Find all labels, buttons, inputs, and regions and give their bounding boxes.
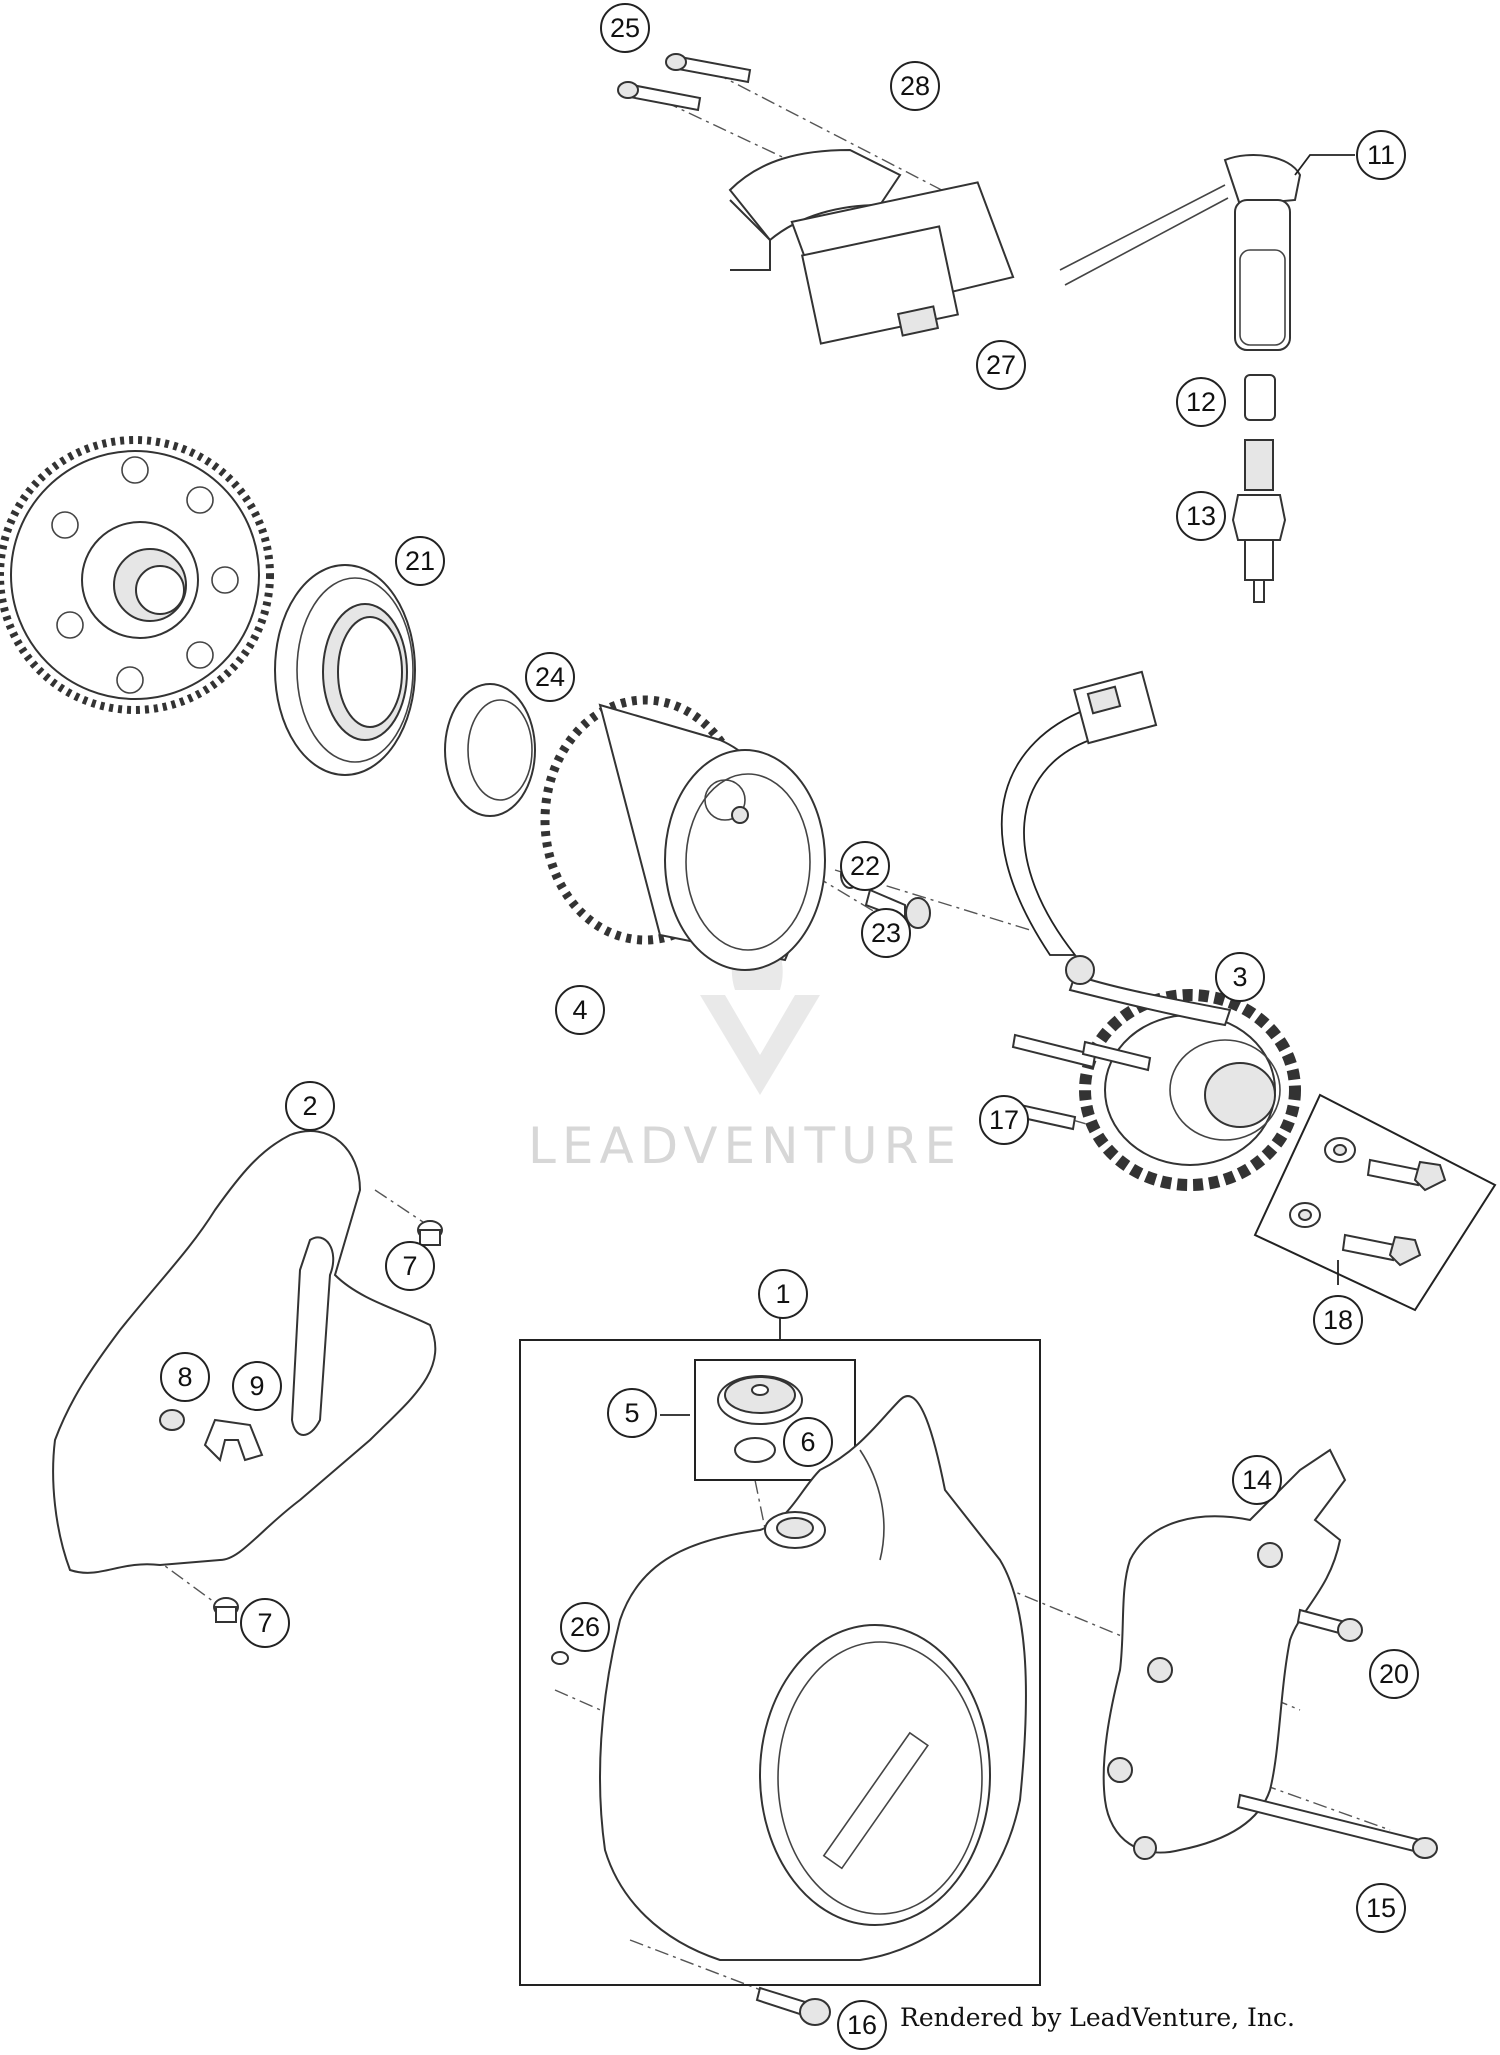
callout-4-label: 4 xyxy=(572,995,587,1025)
rotor xyxy=(540,695,826,971)
freewheel xyxy=(274,564,416,776)
leader-lines xyxy=(660,154,1355,1416)
callout-5: 5 xyxy=(607,1388,657,1438)
breather-nipple xyxy=(551,1651,569,1665)
dowel-pins xyxy=(213,1220,443,1623)
generator-cover xyxy=(599,1395,1027,1961)
callout-25: 25 xyxy=(600,3,650,53)
stator xyxy=(1000,670,1301,1191)
callout-22: 22 xyxy=(840,841,890,891)
ignition-coil xyxy=(728,148,1302,351)
callout-9-label: 9 xyxy=(249,1371,264,1401)
callout-28-label: 28 xyxy=(900,71,930,101)
callout-16: 16 xyxy=(837,2000,887,2050)
callout-23-label: 23 xyxy=(871,918,901,948)
callout-26: 26 xyxy=(560,1602,610,1652)
callout-7b-label: 7 xyxy=(257,1608,272,1638)
cover-screw xyxy=(755,1986,831,2026)
callout-21: 21 xyxy=(395,536,445,586)
sprocket-cover-screw-long xyxy=(1236,1793,1438,1859)
callout-27: 27 xyxy=(976,340,1026,390)
callout-12: 12 xyxy=(1176,377,1226,427)
callout-26-label: 26 xyxy=(570,1612,600,1642)
callout-14: 14 xyxy=(1232,1455,1282,1505)
callout-1-label: 1 xyxy=(775,1279,790,1309)
callout-2: 2 xyxy=(285,1081,335,1131)
callout-8: 8 xyxy=(160,1352,210,1402)
callout-1: 1 xyxy=(758,1269,808,1319)
callout-3: 3 xyxy=(1215,952,1265,1002)
callout-11-label: 11 xyxy=(1367,140,1395,170)
callout-15: 15 xyxy=(1356,1883,1406,1933)
callout-7a: 7 xyxy=(385,1241,435,1291)
watermark-text: LEADVENTURE xyxy=(528,1117,962,1175)
callout-22-label: 22 xyxy=(850,851,880,881)
callout-6-label: 6 xyxy=(800,1427,815,1457)
callout-17-label: 17 xyxy=(989,1105,1019,1135)
callout-6: 6 xyxy=(783,1417,833,1467)
bearing-ring xyxy=(444,683,536,817)
callout-24-label: 24 xyxy=(535,662,565,692)
starter-gear xyxy=(0,436,274,714)
callout-13-label: 13 xyxy=(1186,501,1216,531)
callout-8-label: 8 xyxy=(177,1362,192,1392)
callout-23: 23 xyxy=(861,908,911,958)
callout-27-label: 27 xyxy=(986,350,1016,380)
cover-kit-box xyxy=(519,1318,1041,1986)
callout-21-label: 21 xyxy=(405,546,435,576)
callout-16-label: 16 xyxy=(847,2010,877,2040)
callout-4: 4 xyxy=(555,985,605,1035)
o-ring xyxy=(734,1437,776,1463)
screw-kit xyxy=(1253,1093,1497,1312)
callout-25-label: 25 xyxy=(610,13,640,43)
sprocket-cover-screw-short xyxy=(1296,1608,1363,1642)
callout-9: 9 xyxy=(232,1361,282,1411)
callout-5-label: 5 xyxy=(624,1398,639,1428)
callout-28: 28 xyxy=(890,61,940,111)
callout-20-label: 20 xyxy=(1379,1659,1409,1689)
render-credit: Rendered by LeadVenture, Inc. xyxy=(900,2003,1295,2032)
sprocket-cover xyxy=(1102,1448,1347,1860)
callout-24: 24 xyxy=(525,652,575,702)
callout-3-label: 3 xyxy=(1232,962,1247,992)
cover-nut xyxy=(159,1409,185,1431)
cover-plug xyxy=(717,1375,803,1425)
callout-15-label: 15 xyxy=(1366,1893,1396,1923)
spark-plug xyxy=(1231,439,1287,603)
callout-13: 13 xyxy=(1176,491,1226,541)
callout-18-label: 18 xyxy=(1323,1305,1353,1335)
callout-20: 20 xyxy=(1369,1649,1419,1699)
spark-plug-sleeve xyxy=(1244,374,1276,421)
callout-11: 11 xyxy=(1356,130,1406,180)
coil-screws xyxy=(617,53,752,112)
callout-17: 17 xyxy=(979,1095,1029,1145)
callout-14-label: 14 xyxy=(1242,1465,1272,1495)
callout-7a-label: 7 xyxy=(402,1251,417,1281)
cable-clip xyxy=(203,1418,264,1462)
cover-gasket xyxy=(52,1130,437,1574)
callout-7b: 7 xyxy=(240,1598,290,1648)
callout-12-label: 12 xyxy=(1186,387,1216,417)
callout-18: 18 xyxy=(1313,1295,1363,1345)
callout-2-label: 2 xyxy=(302,1091,317,1121)
